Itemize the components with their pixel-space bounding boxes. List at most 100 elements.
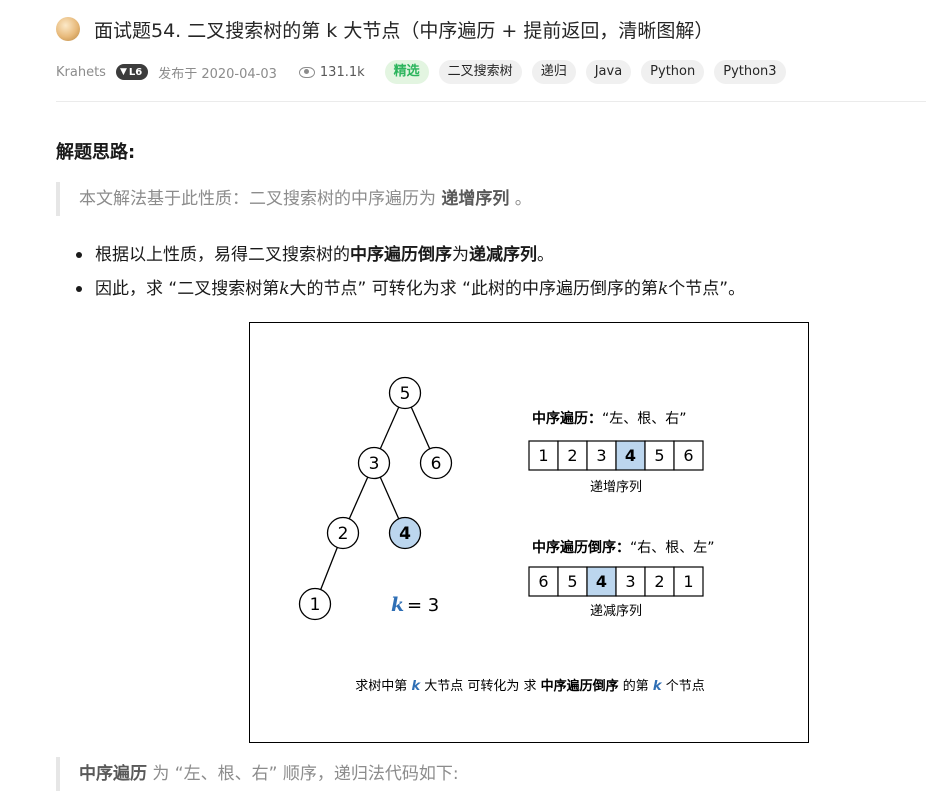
inorder-cell-5 [644,440,675,471]
tree-node-1-label: 1 [310,595,321,615]
bullet2-text: 因此，求 “二叉搜索树第 [95,279,280,299]
view-count: 131.1k [319,64,365,80]
reverse-section: 中序遍历倒序：“右、根、左” 6 5 4 3 2 1 递减序列 [528,539,715,619]
tree-node-6 [419,446,453,480]
tag-featured[interactable]: 精选 [384,60,429,84]
section-heading: 解题思路: [56,142,136,163]
tag-python3[interactable]: Python3 [714,60,786,84]
tree-node-4-label: 4 [399,524,411,544]
tree-node-2 [326,516,360,550]
caption-part: 个节点 [662,679,705,694]
bullet1-end: 。 [537,245,554,265]
inorder-label: 中序遍历：“左、根、右” [532,410,687,427]
blockquote-inorder: 中序遍历 为 “左、根、右” 顺序，递归法代码如下: [56,757,459,791]
reverse-value: 3 [625,572,635,591]
inorder-value: 5 [654,446,664,465]
inorder-label-bold: 中序遍历： [532,410,602,427]
author-avatar[interactable] [56,17,80,41]
quote2-text: 为 “左、根、右” 顺序，递归法代码如下: [147,764,459,784]
quote1-bold: 递增序列 [441,189,510,209]
tag-bst[interactable]: 二叉搜索树 [438,60,522,84]
list-item: 根据以上性质，易得二叉搜索树的 中序遍历倒序 为 递减序列 。 [76,238,745,272]
reverse-value: 5 [567,572,577,591]
tag-python[interactable]: Python [641,60,705,84]
bullet2-k1: k [279,279,290,299]
title-row: 面试题54. 二叉搜索树的第 k 大节点（中序遍历 + 提前返回，清晰图解） [56,14,713,44]
blockquote-property: 本文解法基于此性质：二叉搜索树的中序遍历为 递增序列 。 [56,182,532,216]
level-text: L6 [128,66,143,78]
bullet-list: 根据以上性质，易得二叉搜索树的 中序遍历倒序 为 递减序列 。 因此，求 “二叉… [76,238,745,306]
reverse-cell-6 [673,566,704,597]
caption-k: k [411,679,421,694]
bullet1-text2: 为 [452,245,469,265]
caption-k: k [653,679,663,694]
caption-part: 的第 [619,678,653,694]
inorder-cell-2 [557,440,588,471]
bullet1-bold1: 中序遍历倒序 [350,245,452,265]
reverse-value: 2 [654,572,664,591]
reverse-values: 6 5 4 3 2 1 [538,572,693,591]
inorder-value: 3 [596,446,606,465]
figure-svg: 5 3 6 2 4 1 k = 3 中序遍历：“左、根、右” [298,376,715,694]
k-equation: k = 3 [391,594,439,616]
tree-node-2-label: 2 [338,524,349,544]
quote2-bold: 中序遍历 [79,764,147,784]
inorder-value: 6 [683,446,693,465]
tree-node-4-highlight [388,516,422,550]
level-icon: ▼ [119,67,127,77]
inorder-label-rest: “左、根、右” [602,411,687,427]
tree-node-6-label: 6 [431,454,442,474]
inorder-value: 2 [567,446,577,465]
bullet1-bold2: 递减序列 [469,245,537,265]
inorder-cell-1 [528,440,559,471]
header-divider [56,101,926,102]
eye-icon [298,66,315,78]
reverse-value-highlight: 4 [596,572,607,591]
reverse-cell-1 [528,566,559,597]
reverse-caption: 递减序列 [590,604,642,619]
level-badge: ▼L6 [115,64,149,80]
figure-bottom-caption: 求树中第 k 大节点 可转化为 求 中序遍历倒序 的第 k 个节点 [355,678,704,694]
bullet2-k2: k [657,279,669,299]
meta-row: Krahets ▼L6 发布于 2020-04-03 131.1k 精选 二叉搜… [56,60,796,84]
tag-java[interactable]: Java [585,60,632,84]
caption-part: 大节点 可转化为 求 [420,679,541,694]
list-item: 因此，求 “二叉搜索树第 k 大的节点” 可转化为求 “此树的中序遍历倒序的第 … [76,272,745,306]
bullet2-end: 个节点”。 [668,279,746,299]
inorder-value-highlight: 4 [625,446,636,465]
reverse-cell-4 [615,566,646,597]
reverse-label-bold: 中序遍历倒序： [532,539,630,556]
tree-node-3-label: 3 [369,454,380,474]
reverse-value: 6 [538,572,548,591]
tree-edges [314,392,437,605]
bullet2-text2: 大的节点” 可转化为求 “此树的中序遍历倒序的第 [289,279,658,299]
tree-node-5-label: 5 [400,384,411,404]
tree-node-1 [298,587,332,621]
inorder-cell-4 [615,440,646,471]
reverse-cell-5 [644,566,675,597]
bullet1-text: 根据以上性质，易得二叉搜索树的 [95,245,350,265]
inorder-section: 中序遍历：“左、根、右” 1 2 3 4 5 6 递增序列 [528,410,704,495]
tree-nodes: 5 3 6 2 4 1 [298,376,453,621]
reverse-cells [528,566,704,597]
inorder-caption: 递增序列 [590,480,642,495]
inorder-cell-3 [586,440,617,471]
reverse-label-rest: “右、根、左” [630,540,715,556]
reverse-value: 1 [683,572,693,591]
author-name[interactable]: Krahets [56,64,106,80]
k-value: = 3 [407,595,439,616]
explanation-figure: 5 3 6 2 4 1 k = 3 中序遍历：“左、根、右” [249,322,809,743]
inorder-cell-6 [673,440,704,471]
inorder-cells [528,440,704,471]
tag-recursion[interactable]: 递归 [531,60,576,84]
inorder-value: 1 [538,446,548,465]
reverse-label: 中序遍历倒序：“右、根、左” [532,539,715,556]
caption-bold: 中序遍历倒序 [541,678,619,694]
tree-node-5 [388,376,422,410]
page-title: 面试题54. 二叉搜索树的第 k 大节点（中序遍历 + 提前返回，清晰图解） [94,19,714,42]
tree-node-3 [357,446,391,480]
publish-date: 发布于 2020-04-03 [158,66,277,82]
inorder-values: 1 2 3 4 5 6 [538,446,693,465]
quote1-end: 。 [509,189,532,209]
k-symbol: k [391,594,404,616]
